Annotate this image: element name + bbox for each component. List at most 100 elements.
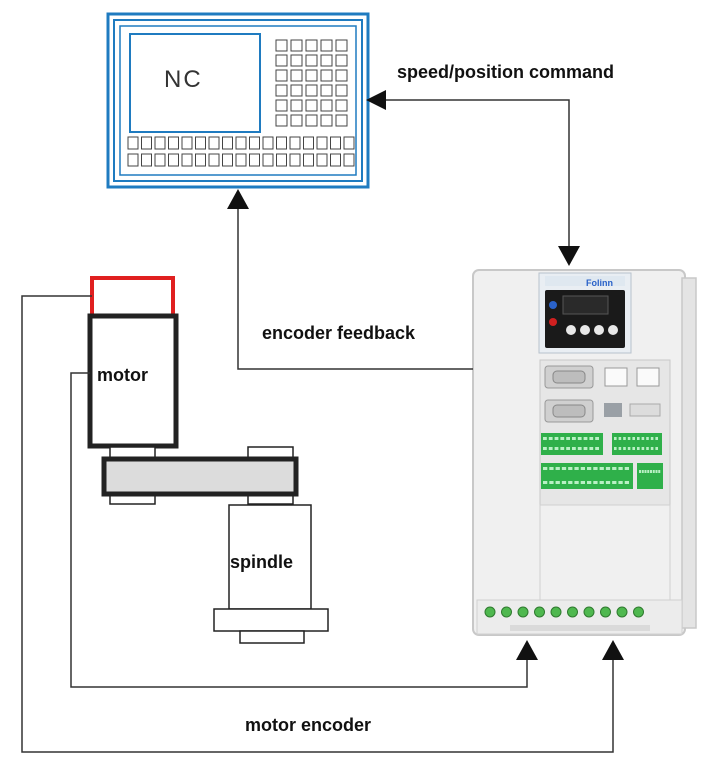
arrowhead-left <box>366 90 386 110</box>
speed-position-command-label: speed/position command <box>397 62 615 82</box>
nc-key <box>275 99 288 112</box>
nc-key <box>290 39 303 52</box>
terminal-screw <box>560 437 565 440</box>
terminal-screw <box>543 467 548 470</box>
nc-key <box>303 136 314 150</box>
nc-key <box>275 54 288 67</box>
terminal-screw <box>605 481 611 484</box>
terminal-screw <box>614 437 617 440</box>
db9-connector <box>544 365 594 389</box>
terminal-screw <box>655 447 658 450</box>
terminal-screw <box>583 437 588 440</box>
nc-key <box>305 99 318 112</box>
terminal-screw <box>589 447 594 450</box>
terminal-screw <box>589 437 594 440</box>
rj45-ports <box>604 367 660 387</box>
motor-power-line <box>70 372 528 688</box>
motor-label: motor <box>97 365 148 385</box>
nc-key <box>262 136 274 150</box>
terminal-block <box>637 463 663 489</box>
arrowhead-up <box>516 640 538 660</box>
terminal-screw <box>560 447 565 450</box>
nc-key <box>320 39 333 52</box>
nc-key-rows <box>127 136 355 167</box>
power-terminal-screw <box>600 606 611 618</box>
power-terminal-screw <box>550 606 562 618</box>
terminal-screw <box>632 437 635 440</box>
nc-key <box>335 99 348 112</box>
nc-key <box>276 136 287 150</box>
nc-key <box>275 69 288 82</box>
terminal-screw <box>646 447 649 450</box>
terminal-screw <box>599 467 604 470</box>
nc-key <box>305 54 318 67</box>
nc-key <box>289 153 301 167</box>
nc-key <box>141 136 152 150</box>
nc-key <box>208 136 220 150</box>
encoder-feedback-line <box>237 203 473 370</box>
spindle-label: spindle <box>230 552 294 572</box>
nc-key <box>335 54 348 67</box>
terminal-screw <box>605 467 611 470</box>
terminal-screw <box>627 447 631 450</box>
nc-key <box>235 136 247 150</box>
terminal-screw <box>561 481 567 484</box>
terminal-screw <box>554 447 559 450</box>
terminal-screw <box>587 467 592 470</box>
terminal-screw <box>577 437 582 440</box>
terminal-screw <box>624 467 629 470</box>
nc-key <box>343 153 355 167</box>
nc-key <box>320 54 333 67</box>
nc-key <box>290 69 303 82</box>
terminal-screw <box>548 447 553 450</box>
terminal-screw <box>543 447 547 450</box>
terminal-screw <box>595 447 599 450</box>
terminal-block <box>541 463 633 489</box>
terminal-screw <box>655 437 658 440</box>
terminal-screw <box>650 447 654 450</box>
terminal-block <box>541 433 603 455</box>
terminal-dots <box>543 437 661 484</box>
nc-key <box>154 136 166 150</box>
arrowhead-up <box>602 640 624 660</box>
terminal-screw <box>641 447 645 450</box>
nc-key <box>127 136 139 150</box>
power-terminal-screw <box>501 606 512 618</box>
terminal-screw <box>572 437 576 440</box>
drive-run-button <box>549 301 557 309</box>
nc-key <box>343 136 355 150</box>
terminal-screw <box>612 481 617 484</box>
drive-nav-buttons <box>566 325 618 335</box>
nc-key <box>222 136 233 150</box>
nc-key <box>181 136 193 150</box>
nc-key <box>305 84 318 97</box>
nc-key <box>275 39 288 52</box>
terminal-screw <box>549 481 554 484</box>
terminal-screw <box>618 447 622 450</box>
terminal-screw <box>639 470 641 473</box>
terminal-screw <box>580 481 585 484</box>
terminal-screw <box>637 447 640 450</box>
nc-key <box>320 84 333 97</box>
nc-key <box>316 136 328 150</box>
terminal-screw <box>623 437 626 440</box>
nc-key <box>222 153 233 167</box>
terminal-screw <box>577 447 582 450</box>
nc-key <box>305 69 318 82</box>
power-terminal-screw <box>517 606 529 618</box>
terminal-screw <box>612 467 617 470</box>
nc-key <box>168 136 179 150</box>
terminal-screw <box>583 447 588 450</box>
nc-key <box>320 114 333 127</box>
nc-key <box>195 136 206 150</box>
nc-key <box>289 136 301 150</box>
terminal-screw <box>632 447 635 450</box>
power-terminal-screw <box>583 606 595 618</box>
nc-key <box>320 69 333 82</box>
terminal-screw <box>618 467 623 470</box>
terminal-labels <box>510 625 650 631</box>
connections <box>21 99 614 753</box>
nc-key <box>195 153 206 167</box>
